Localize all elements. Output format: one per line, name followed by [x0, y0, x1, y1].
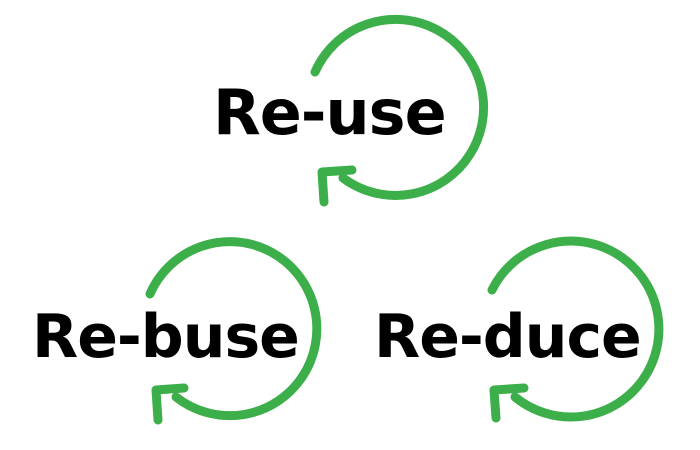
label-reuse: Re-use — [213, 76, 447, 149]
label-reduce: Re-duce — [374, 302, 642, 372]
circular-arrow-icon — [487, 236, 664, 423]
circular-arrow-icon — [145, 237, 322, 425]
circular-arrow-icon — [310, 14, 489, 207]
label-rebuse: Re-buse — [32, 302, 300, 372]
